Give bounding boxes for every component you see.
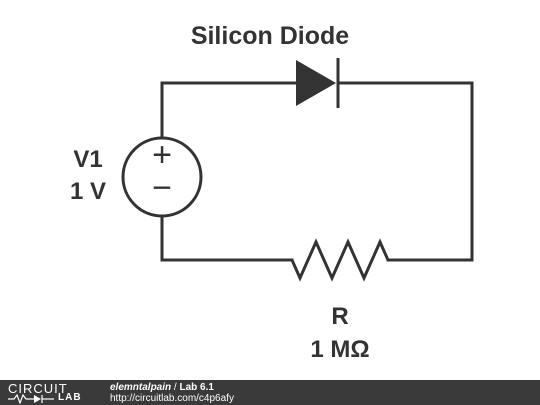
logo-word-circuit: CIRCUIT (8, 381, 68, 396)
logo-diode-icon (8, 394, 54, 404)
footer-attribution: elemntalpain / Lab 6.1 (110, 382, 214, 393)
resistor-name: R (331, 303, 349, 330)
resistor-symbol (290, 238, 390, 282)
circuit-schematic: + − (121, 58, 474, 282)
voltage-source-value: 1 V (69, 178, 107, 205)
voltage-source-symbol: + − (121, 136, 203, 218)
wire-bottom-left (160, 214, 294, 262)
voltage-source-minus: − (152, 169, 172, 207)
circuit-title[interactable]: Lab 6.1 (179, 382, 214, 393)
voltage-source-plus: + (152, 136, 172, 174)
voltage-source-name: V1 (73, 146, 103, 173)
wire-top-left (160, 81, 298, 140)
circuit-wires (160, 81, 474, 262)
logo-word-lab: LAB (58, 392, 82, 403)
attribution-separator: / (171, 382, 180, 393)
diode-symbol (296, 58, 340, 108)
voltage-source-circle (121, 136, 203, 218)
diode-label: Silicon Diode (190, 22, 350, 50)
resistor-value: 1 MΩ (310, 336, 370, 363)
circuit-url-link[interactable]: http://circuitlab.com/c4p6afy (110, 393, 234, 404)
footer-bar: CIRCUIT LAB elemntalpain / Lab 6.1 http:… (0, 380, 540, 405)
diode-triangle (296, 60, 336, 106)
author-name[interactable]: elemntalpain (110, 382, 172, 393)
circuitlab-logo[interactable]: CIRCUIT LAB (8, 381, 98, 404)
wire-top-right (336, 81, 474, 262)
